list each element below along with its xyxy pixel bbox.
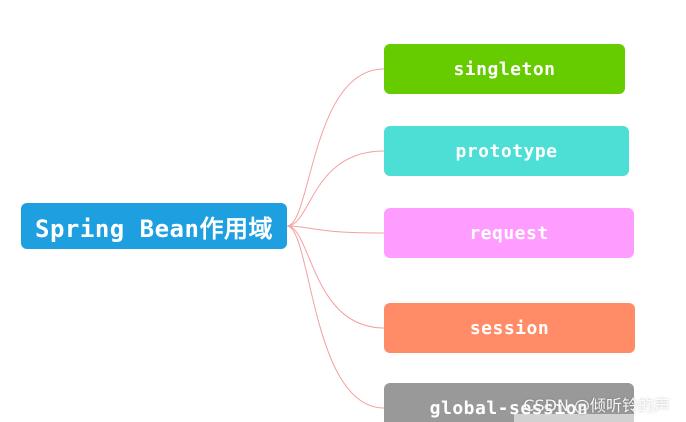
- child-node-request: request: [384, 208, 634, 258]
- connector-line: [286, 150, 385, 227]
- child-node-prototype: prototype: [384, 126, 629, 176]
- root-node: Spring Bean作用域: [21, 203, 287, 249]
- root-node-label: Spring Bean作用域: [35, 214, 273, 243]
- child-node-label: prototype: [455, 140, 558, 162]
- child-node-label: request: [469, 222, 549, 244]
- child-node-label: session: [469, 317, 550, 339]
- child-node-label: global-session: [429, 398, 589, 419]
- child-node-session: session: [384, 303, 635, 353]
- connector-line: [286, 225, 385, 409]
- watermark: CSDN @倾听铃的声: [523, 396, 670, 415]
- connector-line: [286, 225, 385, 234]
- watermark-underlay: [514, 414, 664, 422]
- connector-line: [286, 68, 385, 227]
- child-node-label: singleton: [453, 58, 556, 80]
- connector-line: [286, 225, 385, 329]
- child-node-singleton: singleton: [384, 44, 625, 94]
